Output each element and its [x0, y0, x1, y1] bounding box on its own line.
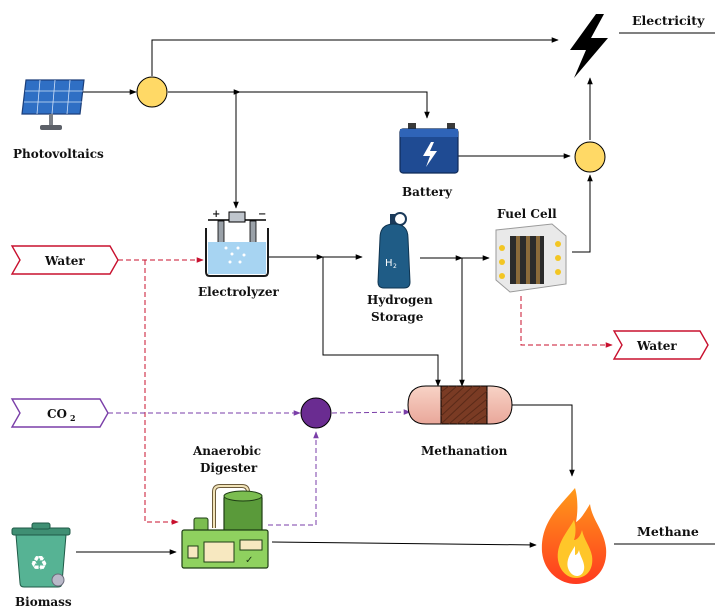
battery-label: Battery	[402, 185, 453, 199]
co2-subscript: 2	[70, 413, 76, 423]
svg-text:+: +	[212, 209, 220, 220]
electricity-label: Electricity	[632, 13, 705, 28]
electrolyzer-icon: + −	[205, 209, 269, 277]
junction-co2	[300, 397, 332, 429]
electrolyzer-label: Electrolyzer	[198, 285, 279, 299]
methanation-label: Methanation	[421, 444, 508, 458]
fuel-cell-icon	[495, 223, 567, 293]
svg-text:−: −	[258, 209, 266, 220]
co2-label: CO	[47, 407, 67, 421]
anaerobic-digester-label-line2: Digester	[200, 461, 258, 475]
co2-input-tag: CO 2	[10, 398, 109, 428]
flame-icon	[541, 488, 607, 584]
h2-tank-subscript: 2	[393, 263, 397, 270]
junction-electric	[574, 141, 606, 173]
water-lines	[118, 257, 613, 525]
biomass-label: Biomass	[15, 595, 72, 609]
solar-panel-icon	[21, 79, 85, 130]
hydrogen-tank-icon: H 2	[377, 212, 411, 289]
photovoltaics-label: Photovoltaics	[13, 147, 104, 161]
water-output-tag: Water	[612, 330, 709, 360]
recycle-bin-icon: ♻	[11, 522, 71, 588]
water-input-tag: Water	[10, 245, 119, 275]
co2-lines	[108, 409, 411, 526]
svg-text:♻: ♻	[30, 551, 48, 575]
battery-icon	[399, 123, 459, 174]
lightning-bolt-icon	[570, 14, 608, 78]
water-output-label: Water	[636, 339, 677, 353]
anaerobic-digester-label-line1: Anaerobic	[192, 444, 261, 458]
electric-lines	[76, 32, 715, 555]
fuel-cell-label: Fuel Cell	[497, 207, 557, 221]
anaerobic-digester-icon: ✓	[181, 484, 269, 569]
methanation-reactor-icon	[407, 385, 513, 425]
junction-pv	[136, 76, 168, 108]
hydrogen-storage-label-line2: Storage	[371, 310, 424, 324]
svg-text:✓: ✓	[245, 555, 253, 566]
water-input-label: Water	[44, 254, 85, 268]
methane-label: Methane	[637, 524, 699, 539]
h2-tank-label: H	[385, 258, 393, 269]
hydrogen-storage-label-line1: Hydrogen	[367, 293, 433, 307]
